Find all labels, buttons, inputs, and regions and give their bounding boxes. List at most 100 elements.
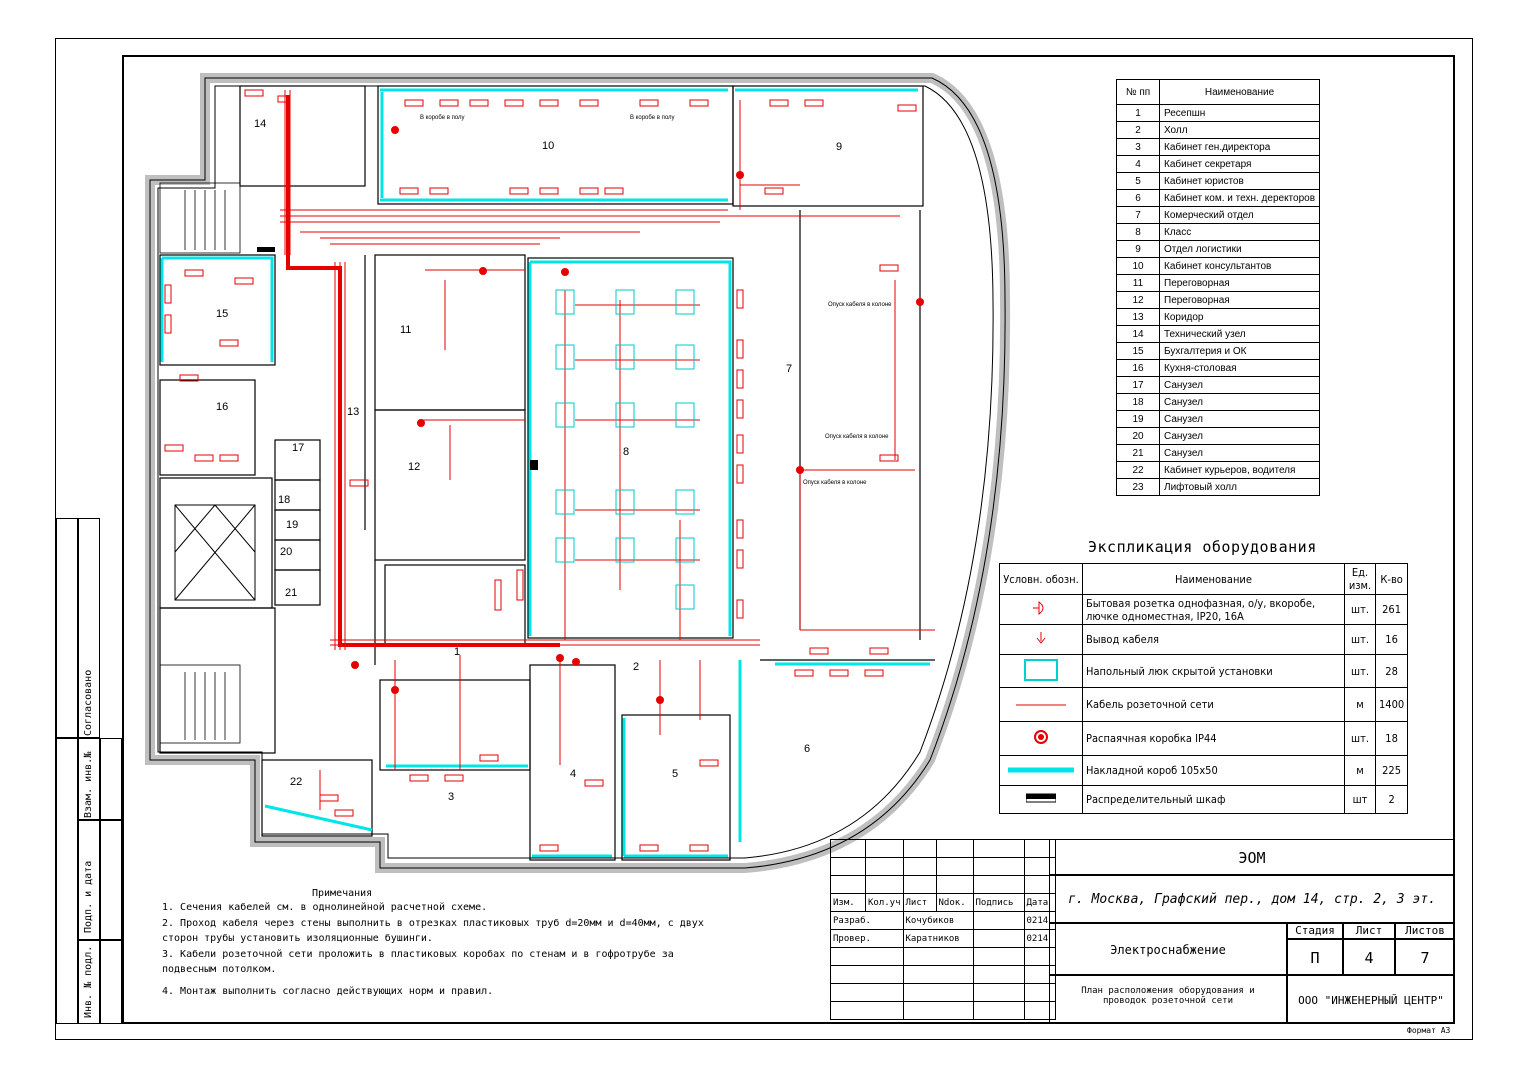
equipment-qty: 2 [1374, 785, 1409, 814]
room-number: 21 [1116, 444, 1160, 462]
room-name: Лифтовый холл [1158, 478, 1321, 496]
room-label: 2 [633, 661, 639, 673]
equipment-name: Бытовая розетка однофазная, о/у, вкоробе… [1082, 594, 1345, 625]
developed-label: Разраб. [830, 911, 904, 930]
equipment-unit: шт. [1344, 721, 1376, 756]
stage-label: Стадия [1287, 923, 1343, 939]
room-label: 18 [278, 494, 290, 506]
junction-box-icon [999, 721, 1083, 756]
room-number: 16 [1116, 359, 1160, 377]
equipment-name: Накладной короб 105х50 [1082, 755, 1345, 786]
room-label: 22 [290, 776, 302, 788]
side-inv-ref: Взам. инв.№ [83, 751, 94, 818]
side-sign-date: Подп. и дата [83, 860, 94, 933]
room-number: 7 [1116, 206, 1160, 224]
cable-line-icon [999, 687, 1083, 722]
equipment-qty: 1400 [1374, 687, 1409, 722]
room-name: Технический узел [1158, 325, 1321, 343]
room-number: 6 [1116, 189, 1160, 207]
room-name: Санузел [1158, 393, 1321, 411]
drawing-frame [122, 55, 1455, 1024]
sheets-value: 7 [1395, 939, 1455, 975]
drawing-sheet [55, 38, 1473, 1040]
room-number: 17 [1116, 376, 1160, 394]
equipment-table: Условн. обозн. Наименование Ед. изм. К-в… [999, 563, 1409, 814]
note-line: 2. Проход кабеля через стены выполнить в… [162, 917, 704, 929]
room-name: Кабинет консультантов [1158, 257, 1321, 275]
eq-header-unit: Ед. изм. [1344, 563, 1376, 595]
room-label: 3 [448, 791, 454, 803]
developed-name: Кочубиков [902, 911, 974, 930]
room-name: Ресепшн [1158, 104, 1321, 122]
col-list: Лист [902, 893, 937, 912]
note-line: 4. Монтаж выполнить согласно действующих… [162, 985, 494, 997]
room-number: 10 [1116, 257, 1160, 275]
equipment-name: Вывод кабеля [1082, 624, 1345, 655]
notes-block: Примечания 1. Сечения кабелей см. в одно… [162, 886, 704, 999]
note-line: сторон трубы установить изоляционные буш… [162, 933, 433, 944]
eq-header-symbol: Условн. обозн. [999, 563, 1083, 595]
room-label: 16 [216, 401, 228, 413]
room-number: 11 [1116, 274, 1160, 292]
room-name: Класс [1158, 223, 1321, 241]
room-name: Кабинет курьеров, водителя [1158, 461, 1321, 479]
room-name: Комерческий отдел [1158, 206, 1321, 224]
room-number: 23 [1116, 478, 1160, 496]
col-podpis: Подпись [972, 893, 1025, 912]
room-name: Санузел [1158, 410, 1321, 428]
checked-label: Провер. [830, 929, 904, 948]
note-line: подвесным потолком. [162, 964, 277, 975]
cable-out-icon [999, 624, 1083, 655]
room-name: Кабинет ген.директора [1158, 138, 1321, 156]
annotation: Опуск кабеля в колоне [825, 434, 889, 440]
side-inv-orig: Инв. № подл. [83, 945, 94, 1018]
eq-header-name: Наименование [1082, 563, 1345, 595]
room-label: 12 [408, 461, 420, 473]
note-line: 3. Кабели розеточной сети проложить в пл… [162, 948, 674, 960]
room-number: 2 [1116, 121, 1160, 139]
room-label: 7 [786, 363, 792, 375]
room-label: 20 [280, 546, 292, 558]
col-kolvo: Кол.уч [865, 893, 904, 912]
equipment-qty: 28 [1374, 654, 1409, 688]
room-number: 4 [1116, 155, 1160, 173]
socket-icon [999, 594, 1083, 625]
room-number: 3 [1116, 138, 1160, 156]
room-number: 14 [1116, 325, 1160, 343]
room-number: 19 [1116, 410, 1160, 428]
room-label: 19 [286, 519, 298, 531]
equipment-qty: 261 [1374, 594, 1409, 625]
annotation: Опуск кабеля в колоне [828, 302, 892, 308]
duct-icon [999, 755, 1083, 786]
room-label: 4 [570, 768, 576, 780]
equipment-name: Кабель розеточной сети [1082, 687, 1345, 722]
section-name: Электроснабжение [1049, 923, 1287, 975]
room-number: 1 [1116, 104, 1160, 122]
equipment-name: Напольный люк скрытой установки [1082, 654, 1345, 688]
rooms-header-name: Наименование [1158, 79, 1321, 105]
rooms-header-num: № пп [1116, 79, 1160, 105]
room-name: Бухгалтерия и ОК [1158, 342, 1321, 360]
cabinet-icon [999, 785, 1083, 814]
format-label: Формат А3 [1407, 1026, 1451, 1035]
equipment-qty: 16 [1374, 624, 1409, 655]
sheet-title: План расположения оборудования и проводо… [1049, 975, 1287, 1024]
sheet-value: 4 [1343, 939, 1395, 975]
room-number: 9 [1116, 240, 1160, 258]
